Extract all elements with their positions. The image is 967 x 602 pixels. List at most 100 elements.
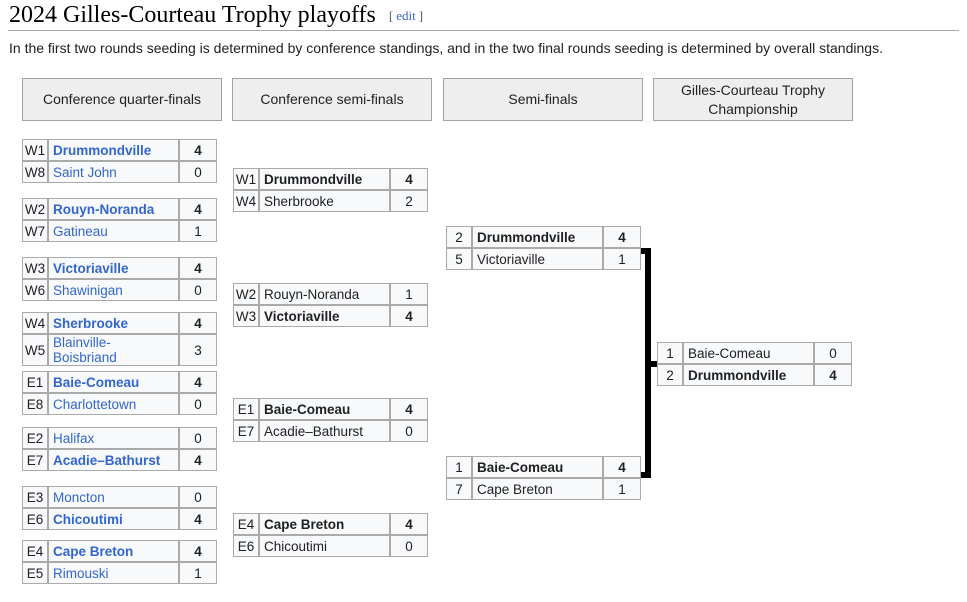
team-link[interactable]: Baie-Comeau — [53, 374, 140, 390]
team-seed: W6 — [22, 279, 48, 301]
team-seed: 7 — [446, 478, 472, 500]
team-seed: E6 — [22, 508, 48, 530]
team-name: Drummondville — [683, 364, 814, 386]
team-score: 0 — [814, 342, 852, 364]
team-score: 1 — [179, 562, 217, 584]
round-header-conference-quarter-finals: Conference quarter-finals — [22, 78, 222, 121]
team-link[interactable]: Halifax — [53, 430, 95, 446]
team-name: Blainville-Boisbriand — [48, 334, 179, 366]
team-name: Drummondville — [259, 168, 390, 190]
team-score: 1 — [179, 220, 217, 242]
match-team-row: E3 Moncton 0 — [22, 486, 217, 508]
team-link[interactable]: Sherbrooke — [53, 315, 129, 331]
team-name: Halifax — [48, 427, 179, 449]
team-score: 2 — [390, 190, 428, 212]
team-seed: W7 — [22, 220, 48, 242]
team-name: Baie-Comeau — [472, 456, 603, 478]
team-link[interactable]: Gatineau — [53, 223, 108, 239]
team-name: Baie-Comeau — [48, 371, 179, 393]
page-title: 2024 Gilles-Courteau Trophy playoffs[edi… — [9, 0, 423, 30]
team-link[interactable]: Charlottetown — [53, 396, 137, 412]
team-score: 1 — [603, 248, 641, 270]
team-seed: E3 — [22, 486, 48, 508]
match-team-row: W7 Gatineau 1 — [22, 220, 217, 242]
team-link[interactable]: Acadie–Bathurst — [53, 452, 161, 468]
team-seed: E4 — [233, 513, 259, 535]
team-score: 0 — [179, 486, 217, 508]
team-link[interactable]: Victoriaville — [53, 260, 129, 276]
team-seed: W1 — [22, 139, 48, 161]
team-name: Chicoutimi — [48, 508, 179, 530]
round-header-championship: Gilles-Courteau Trophy Championship — [653, 78, 853, 121]
team-name: Cape Breton — [259, 513, 390, 535]
match-team-row: E6 Chicoutimi 4 — [22, 508, 217, 530]
match-team-row: W6 Shawinigan 0 — [22, 279, 217, 301]
team-name: Drummondville — [48, 139, 179, 161]
team-seed: 2 — [657, 364, 683, 386]
team-link[interactable]: Rouyn-Noranda — [53, 201, 155, 217]
team-seed: W3 — [22, 257, 48, 279]
team-link[interactable]: Drummondville — [53, 142, 152, 158]
team-score: 4 — [179, 508, 217, 530]
round-header-semi-finals: Semi-finals — [443, 78, 643, 121]
team-name: Victoriaville — [48, 257, 179, 279]
team-score: 0 — [179, 279, 217, 301]
team-link[interactable]: Moncton — [53, 489, 105, 505]
team-link[interactable]: Blainville-Boisbriand — [53, 335, 117, 365]
team-link[interactable]: Rimouski — [53, 565, 109, 581]
team-seed: E7 — [22, 449, 48, 471]
team-seed: E2 — [22, 427, 48, 449]
team-score: 4 — [603, 226, 641, 248]
team-name: Cape Breton — [48, 540, 179, 562]
team-link[interactable]: Saint John — [53, 164, 117, 180]
team-seed: W3 — [233, 305, 259, 327]
team-score: 0 — [390, 420, 428, 442]
team-score: 4 — [390, 305, 428, 327]
team-name: Cape Breton — [472, 478, 603, 500]
team-link[interactable]: Chicoutimi — [53, 511, 123, 527]
team-name: Shawinigan — [48, 279, 179, 301]
intro-text: In the first two rounds seeding is deter… — [9, 40, 883, 56]
edit-link[interactable]: edit — [396, 8, 416, 23]
team-score: 4 — [179, 312, 217, 334]
team-name: Acadie–Bathurst — [259, 420, 390, 442]
bracket-connector-final-stub — [645, 361, 657, 367]
team-seed: 5 — [446, 248, 472, 270]
team-link[interactable]: Shawinigan — [53, 282, 123, 298]
team-link[interactable]: Cape Breton — [53, 543, 134, 559]
team-name: Acadie–Bathurst — [48, 449, 179, 471]
team-score: 4 — [390, 398, 428, 420]
team-seed: W2 — [22, 198, 48, 220]
team-name: Baie-Comeau — [683, 342, 814, 364]
team-name: Saint John — [48, 161, 179, 183]
team-seed: E4 — [22, 540, 48, 562]
team-seed: E8 — [22, 393, 48, 415]
